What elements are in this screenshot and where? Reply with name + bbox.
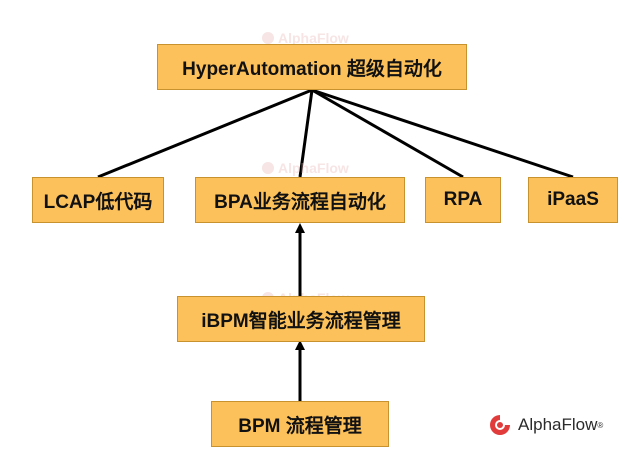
- node-label: HyperAutomation 超级自动化: [182, 58, 442, 80]
- node-bpm: BPM 流程管理: [211, 401, 389, 447]
- watermark: AlphaFlow: [262, 160, 349, 176]
- node-ibpm: iBPM智能业务流程管理: [177, 296, 425, 342]
- node-label: iBPM智能业务流程管理: [201, 310, 401, 332]
- alphaflow-logo-icon: [490, 415, 510, 435]
- node-label: BPM 流程管理: [238, 415, 362, 437]
- node-hyperautomation: HyperAutomation 超级自动化: [157, 44, 467, 90]
- edge-hyper-lcap: [97, 88, 313, 179]
- edge-hyper-bpa: [298, 89, 314, 178]
- watermark-logo-icon: [262, 32, 274, 44]
- node-label: RPA: [443, 189, 483, 210]
- watermark-logo-icon: [262, 162, 274, 174]
- watermark: AlphaFlow: [262, 30, 349, 46]
- node-lcap: LCAP低代码: [32, 177, 164, 223]
- node-label: LCAP低代码: [43, 191, 153, 213]
- brand-name: AlphaFlow: [518, 415, 598, 434]
- edge-hyper-rpa: [311, 88, 464, 179]
- edge-hyper-ipaas: [311, 88, 574, 179]
- brand-logo: AlphaFlow ®: [488, 413, 603, 437]
- node-label: iPaaS: [547, 189, 599, 210]
- node-ipaas: iPaaS: [528, 177, 618, 223]
- node-bpa: BPA业务流程自动化: [195, 177, 405, 223]
- node-rpa: RPA: [425, 177, 501, 223]
- brand-registered-mark: ®: [597, 420, 604, 430]
- node-label: BPA业务流程自动化: [214, 191, 386, 213]
